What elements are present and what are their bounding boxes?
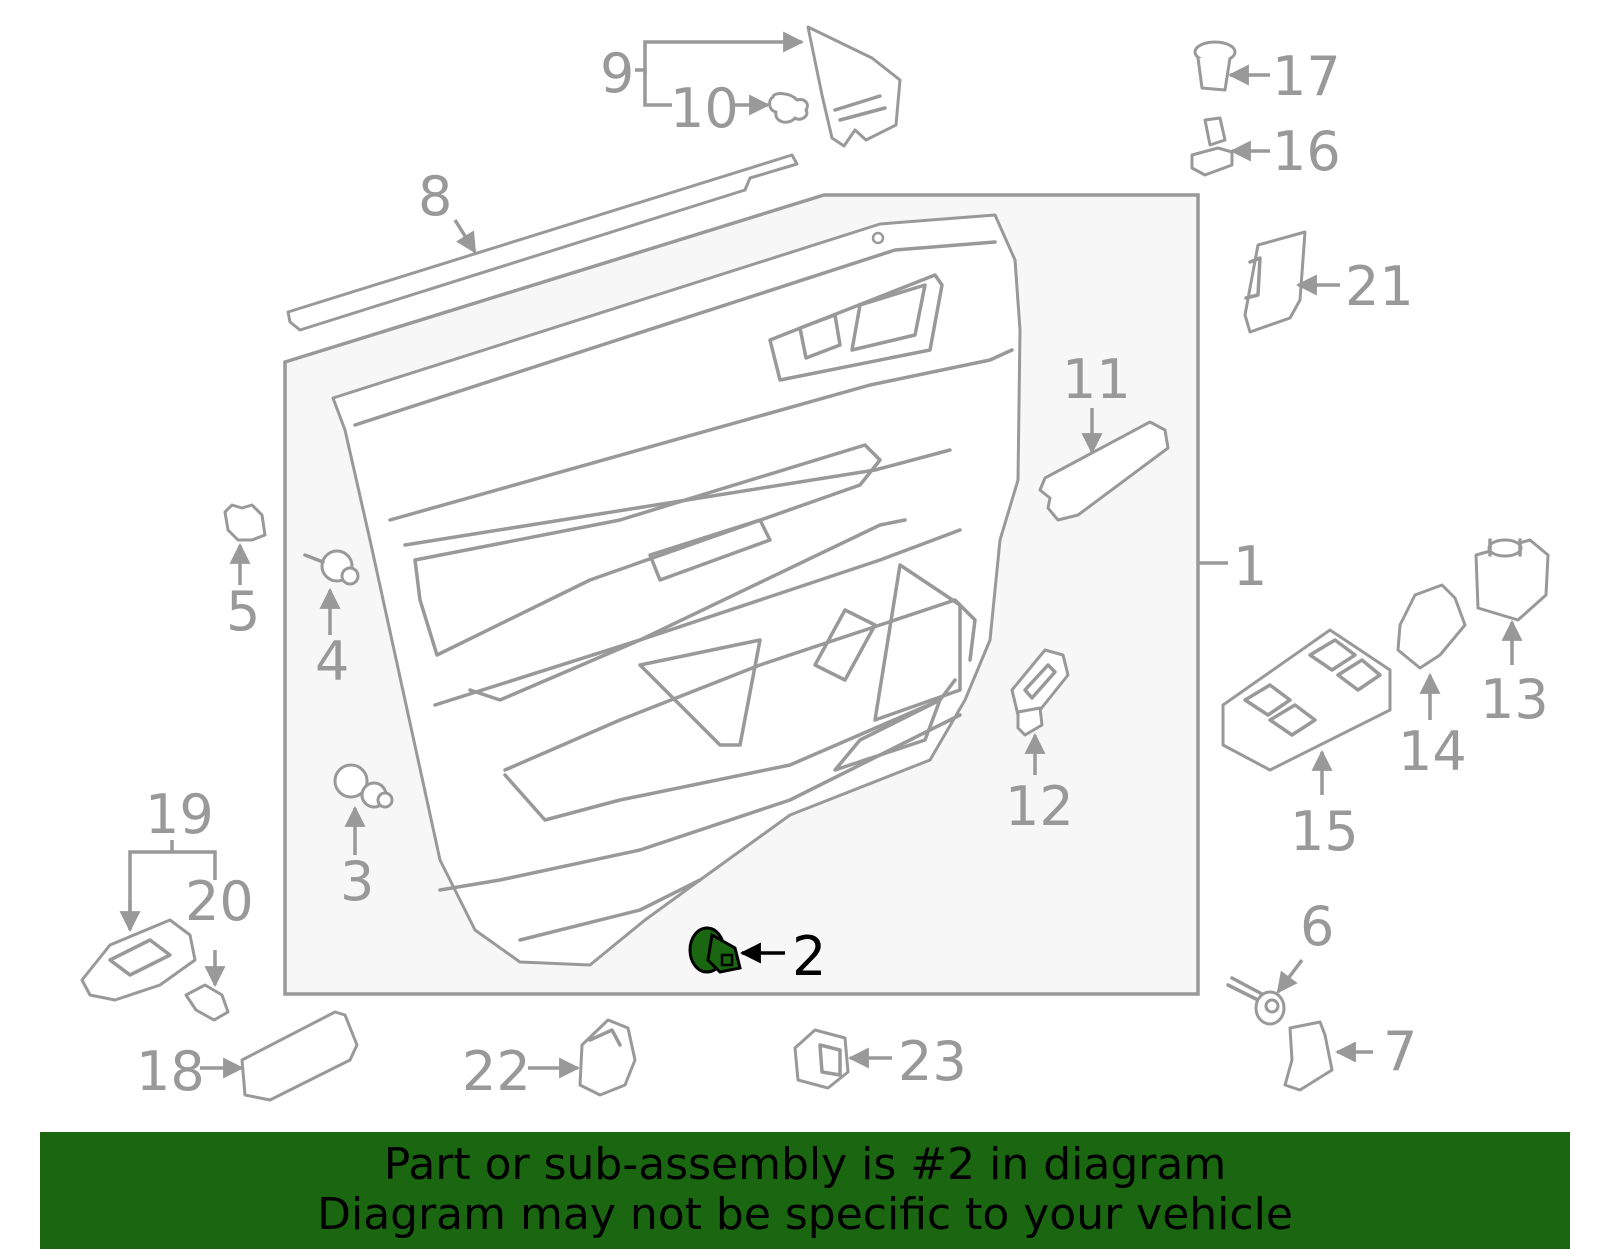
screw-part-6[interactable] (1226, 976, 1286, 1026)
mirror-switch-part-13[interactable] (1474, 538, 1550, 622)
switch-part-14[interactable] (1396, 583, 1467, 670)
callout-18: 18 (136, 1040, 205, 1103)
callout-7: 7 (1383, 1020, 1417, 1083)
callout-2-selected: 2 (792, 925, 826, 988)
switch-part-23[interactable] (793, 1028, 850, 1090)
callout-9: 9 (600, 42, 634, 105)
clip-part-10[interactable] (768, 92, 809, 124)
callout-12: 12 (1005, 775, 1074, 838)
callout-6: 6 (1300, 895, 1334, 958)
callout-22: 22 (462, 1040, 531, 1103)
banner-line-1: Part or sub-assembly is #2 in diagram (383, 1139, 1227, 1190)
bracket-part-7[interactable] (1283, 1020, 1334, 1092)
sail-trim-part-9[interactable] (806, 25, 902, 148)
callout-1: 1 (1233, 535, 1267, 598)
callout-17: 17 (1272, 45, 1341, 108)
clip-part-3[interactable] (333, 763, 394, 809)
callout-20: 20 (185, 870, 254, 933)
window-switch-part-15[interactable] (1221, 628, 1392, 772)
callout-14: 14 (1398, 720, 1467, 783)
switch-part-22[interactable] (578, 1018, 637, 1097)
callout-3: 3 (340, 850, 374, 913)
push-pin-part-17[interactable] (1193, 40, 1237, 92)
callout-8: 8 (418, 165, 452, 228)
screw-part-20[interactable] (184, 983, 230, 1022)
switch-part-12[interactable] (1010, 648, 1070, 737)
leader-lines (119, 31, 1523, 1079)
clip-part-5[interactable] (223, 503, 267, 542)
fastener-part-2-selected[interactable] (688, 926, 742, 974)
cover-part-18[interactable] (240, 1010, 359, 1102)
callout-4: 4 (315, 630, 349, 693)
clip-part-16[interactable] (1190, 116, 1234, 177)
belt-moulding-part-8[interactable] (286, 153, 799, 332)
callout-15: 15 (1290, 800, 1359, 863)
callout-19: 19 (145, 783, 214, 846)
callout-21: 21 (1345, 255, 1414, 318)
callout-23: 23 (898, 1030, 967, 1093)
fastener-part-4[interactable] (303, 549, 360, 586)
callout-11: 11 (1062, 348, 1131, 411)
callout-16: 16 (1272, 120, 1341, 183)
door-trim-panel-group (283, 193, 1200, 996)
handle-housing-part-19[interactable] (80, 918, 197, 1002)
armrest-pad-part-11[interactable] (1038, 420, 1170, 522)
info-banner: Part or sub-assembly is #2 in diagram Di… (40, 1132, 1570, 1249)
bracket-part-21[interactable] (1243, 230, 1307, 334)
banner-line-2: Diagram may not be specific to your vehi… (317, 1189, 1293, 1240)
callout-10: 10 (670, 77, 739, 140)
callout-5: 5 (226, 580, 260, 643)
callout-13: 13 (1480, 668, 1549, 731)
